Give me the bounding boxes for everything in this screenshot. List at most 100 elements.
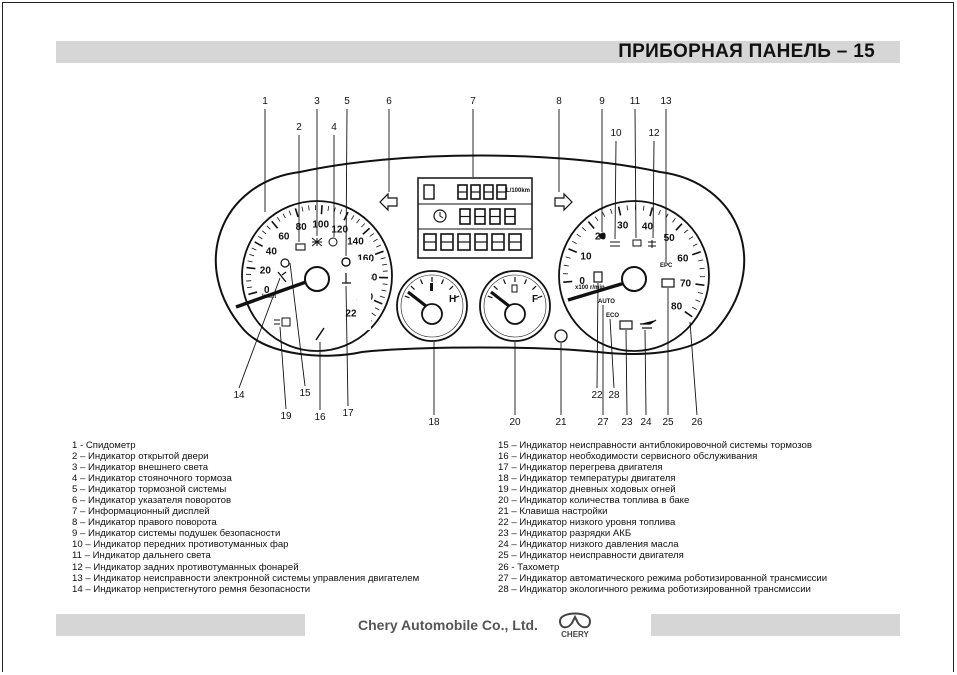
speedometer-tick	[271, 220, 279, 229]
speedometer-tick	[327, 205, 330, 211]
seat-belt-icon	[277, 271, 287, 283]
callout-number: 2	[296, 122, 302, 133]
legend-item: 14 – Индикатор непристегнутого ремня без…	[72, 583, 311, 595]
tachometer-scale-label: 40	[642, 221, 654, 232]
speedometer-tick	[288, 210, 292, 216]
parking-brake-icon	[328, 237, 338, 247]
speedometer-needle	[235, 280, 307, 309]
legend-item: 4 – Индикатор стояночного тормоза	[72, 473, 232, 485]
tachometer-tick	[617, 206, 622, 216]
callout-number: 13	[660, 96, 672, 107]
speedometer-tick	[376, 244, 382, 248]
fuel-gauge-tick	[523, 279, 528, 285]
callout-leader-line	[345, 285, 349, 407]
tachometer-tick	[688, 236, 694, 240]
tachometer-tick	[697, 291, 703, 295]
tachometer-tick	[684, 310, 693, 318]
callout-number: 27	[597, 417, 609, 428]
speedometer-tick	[371, 312, 377, 317]
callout-number: 26	[691, 417, 703, 428]
legend-item: 15 – Индикатор неисправности антиблокиро…	[498, 440, 812, 451]
callout-leader-line	[596, 282, 599, 389]
eco-label: ECO	[606, 313, 619, 319]
fuel-pump-icon	[511, 284, 518, 293]
callout-number: 16	[314, 412, 326, 423]
speedometer-scale-label: 80	[296, 222, 308, 233]
callout-number: 23	[621, 417, 633, 428]
callout-number: 22	[591, 390, 603, 401]
tachometer: 01020304050607080 x100 r/min	[558, 200, 710, 352]
exterior-light-icon	[311, 237, 323, 247]
tachometer-tick	[642, 205, 645, 211]
callout-leader-line	[644, 329, 647, 416]
speedometer-tick	[369, 233, 375, 237]
fuel-gauge-tick	[502, 279, 507, 285]
legend-item: 23 – Индикатор разрядки АКБ	[498, 528, 632, 540]
high-beam-icon	[632, 239, 642, 247]
speedometer-tick	[254, 241, 263, 247]
logo-text: CHERY	[561, 630, 589, 639]
speedometer-hub	[304, 266, 330, 292]
speedometer-tick	[251, 247, 257, 251]
speedometer-scale-label: 60	[278, 231, 290, 242]
speedometer: 020406080100120140160180200220 km/h	[235, 200, 393, 352]
door-open-icon	[295, 243, 306, 251]
lcd-bargraph	[423, 184, 435, 200]
speedometer-tick	[294, 208, 299, 218]
display-unit: L/100km	[506, 188, 530, 194]
speedometer-tick	[351, 215, 355, 220]
speedometer-tick	[246, 266, 256, 270]
tachometer-tick	[602, 212, 606, 217]
speedometer-tick	[374, 250, 384, 256]
tachometer-scale-label: 0	[579, 276, 585, 287]
callout-leader-line	[238, 277, 281, 389]
speedometer-tick	[380, 257, 386, 260]
speedometer-scale-label: 140	[347, 237, 364, 248]
speedometer-tick	[282, 213, 286, 219]
speedometer-tick	[373, 238, 378, 242]
speedometer-scale-label: 100	[312, 220, 329, 231]
abs-icon	[280, 258, 290, 268]
tachometer-tick	[587, 221, 595, 230]
tachometer-tick	[695, 299, 701, 303]
clock-icon	[433, 209, 447, 223]
tachometer-tick	[672, 218, 676, 223]
tachometer-tick	[610, 208, 613, 214]
speedometer-tick	[301, 206, 304, 212]
tachometer-scale-label: 70	[680, 278, 692, 289]
legend-item: 12 – Индикатор задних противотуманных фо…	[72, 561, 299, 573]
fuel-gauge-tick	[493, 285, 498, 290]
speedometer-tick	[374, 307, 380, 311]
daytime-running-lights-icon	[274, 317, 291, 327]
fuel-gauge-tick	[487, 295, 493, 299]
callout-number: 21	[555, 417, 567, 428]
legend-item: 17 – Индикатор перегрева двигателя	[498, 462, 663, 474]
fuel-gauge-tick	[537, 295, 543, 299]
speedometer-tick	[382, 283, 388, 285]
tachometer-tick	[565, 256, 571, 259]
speedometer-tick	[257, 235, 263, 240]
legend-item: 1 - Спидометр	[72, 440, 136, 451]
callout-number: 28	[608, 390, 620, 401]
tachometer-tick	[571, 240, 577, 244]
callout-number: 11	[630, 96, 641, 107]
brake-system-icon	[341, 257, 351, 267]
tachometer-tick	[683, 229, 689, 234]
callout-number: 7	[470, 96, 476, 107]
fuel-gauge: F	[479, 270, 551, 342]
speedometer-tick	[356, 218, 360, 224]
temperature-gauge-tick	[404, 295, 410, 299]
speedometer-tick	[381, 289, 387, 292]
legend-item: 2 – Индикатор открытой двери	[72, 451, 209, 463]
footer-bar-left	[56, 614, 305, 636]
speedometer-tick	[246, 286, 252, 289]
callout-leader-line	[652, 140, 655, 239]
setup-button-icon	[554, 329, 568, 343]
tachometer-tick	[576, 233, 582, 238]
speedometer-tick	[308, 205, 310, 211]
tachometer-hub	[621, 266, 647, 292]
low-fuel-icon	[593, 271, 603, 283]
callout-number: 8	[556, 96, 562, 107]
